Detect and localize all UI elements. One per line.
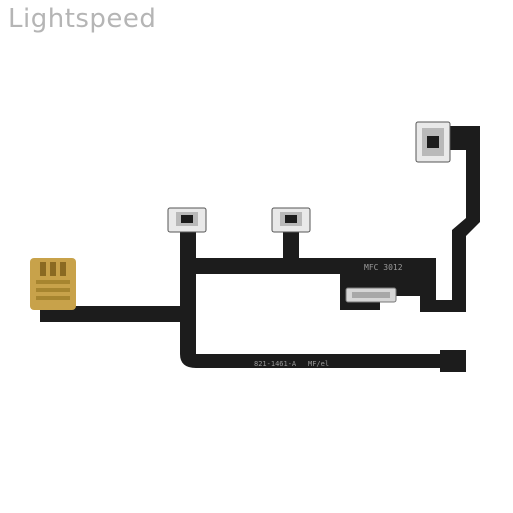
cable-left-run <box>40 306 185 322</box>
board-connector <box>345 287 397 303</box>
cable-riser-middle <box>283 226 299 262</box>
cable-bottom-run <box>180 310 464 368</box>
flex-cable <box>40 126 480 372</box>
marking-part-tag: MF/el <box>308 360 329 368</box>
marking-part-number: 821-1461-A <box>254 360 297 368</box>
cable-right-loop <box>420 140 480 312</box>
watermark-text: Lightspeed <box>8 4 157 34</box>
button-switch-left <box>167 207 207 233</box>
cable-riser-left <box>180 226 196 322</box>
gold-pad-connector <box>30 258 76 310</box>
marking-mfc: MFC 3012 <box>364 263 403 272</box>
button-switch-top-right <box>415 121 451 163</box>
cable-bottom-end <box>440 350 466 372</box>
button-switch-middle <box>271 207 311 233</box>
